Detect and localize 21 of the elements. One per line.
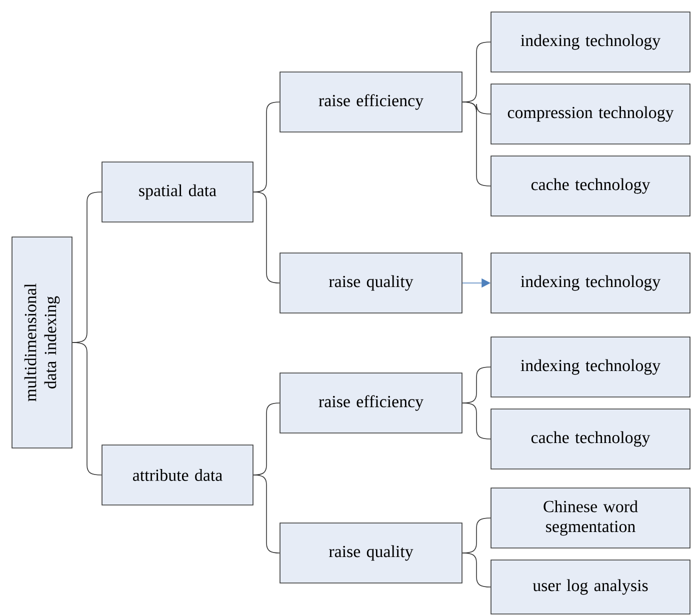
text-box: raise quality: [280, 252, 462, 314]
text-box: indexing technology: [490, 336, 690, 398]
text-box: user log analysis: [490, 560, 690, 614]
text-box: Chinese word segmentation: [490, 488, 690, 548]
text-box: indexing technology: [490, 12, 690, 72]
connector: [253, 192, 280, 284]
text-box: raise efficiency: [280, 72, 462, 132]
text-box: attribute data: [102, 444, 254, 506]
text-box: cache technology: [490, 408, 690, 470]
connector: [462, 402, 491, 440]
connector: [253, 474, 280, 554]
connector: [462, 552, 491, 588]
text-box: raise efficiency: [280, 372, 462, 434]
text-box: spatial data: [102, 162, 254, 222]
text-box: cache technology: [490, 156, 690, 216]
connector: [72, 342, 102, 476]
connector: [462, 102, 491, 186]
text-box: compression technology: [490, 84, 690, 144]
text-box: raise quality: [280, 522, 462, 584]
text-box: indexing technology: [490, 252, 690, 314]
text-box: multidimensional data indexing: [12, 236, 72, 448]
